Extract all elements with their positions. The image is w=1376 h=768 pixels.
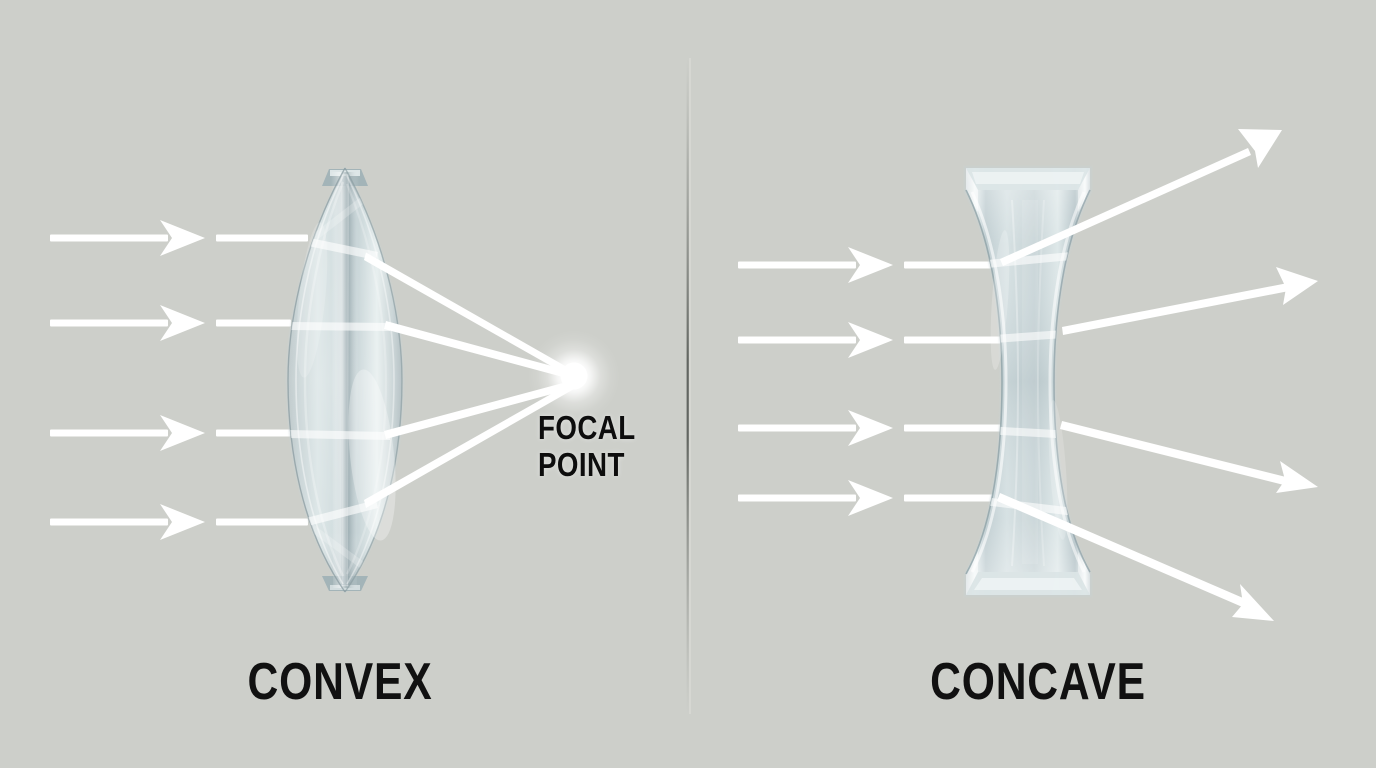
concave-incoming-rays: [738, 247, 1008, 516]
convex-internal-rays: [288, 196, 390, 568]
arrowhead-icon: [1238, 129, 1282, 168]
ray-segment: [904, 261, 1004, 269]
ray-segment: [738, 336, 856, 344]
ray-segment: [738, 424, 856, 432]
convex-converging-rays: [364, 252, 574, 508]
ray-segment: [50, 234, 168, 242]
arrowhead-icon: [848, 247, 893, 283]
ray-segment: [738, 261, 856, 269]
arrowhead-icon: [1276, 267, 1318, 305]
ray-segment: [216, 429, 291, 437]
ray-segment: [50, 319, 168, 327]
arrowhead-icon: [160, 415, 205, 451]
ray-segment: [1000, 148, 1251, 266]
convex-lens: [286, 166, 404, 594]
ray-segment: [384, 380, 574, 439]
arrowhead-icon: [848, 480, 893, 516]
ray-segment: [1060, 421, 1290, 486]
ray-segment: [1062, 283, 1289, 335]
ray-segment: [216, 518, 308, 526]
ray-segment: [216, 319, 291, 327]
arrowhead-icon: [848, 322, 893, 358]
ray-segment: [904, 336, 1008, 344]
ray-segment: [904, 494, 1004, 502]
concave-panel: [738, 129, 1318, 621]
arrowhead-icon: [1276, 461, 1318, 493]
ray-segment: [997, 493, 1250, 609]
arrowhead-icon: [848, 410, 893, 446]
ray-segment: [216, 234, 308, 242]
convex-panel: [50, 166, 620, 594]
convex-incoming-rays: [50, 220, 308, 540]
concave-diverging-rays: [997, 129, 1318, 621]
focal-point-label: FOCAL POINT: [538, 409, 636, 483]
arrowhead-icon: [1232, 584, 1274, 621]
arrowhead-icon: [160, 504, 205, 540]
concave-lens: [964, 166, 1092, 597]
convex-spine-highlight: [331, 172, 359, 588]
convex-caption: CONVEX: [247, 653, 433, 711]
concave-caption: CONCAVE: [930, 653, 1146, 711]
arrowhead-icon: [160, 305, 205, 341]
ray-segment: [364, 252, 574, 379]
ray-segment: [904, 424, 1008, 432]
focal-point-label-line1: FOCAL: [538, 409, 636, 446]
ray-segment: [384, 321, 574, 380]
ray-segment: [738, 494, 856, 502]
ray-segment: [364, 381, 574, 508]
focal-point: [528, 330, 620, 422]
ray-segment: [50, 429, 168, 437]
ray-segment: [50, 518, 168, 526]
arrowhead-icon: [160, 220, 205, 256]
panel-divider: [686, 58, 691, 714]
focal-point-label-line2: POINT: [538, 446, 625, 483]
